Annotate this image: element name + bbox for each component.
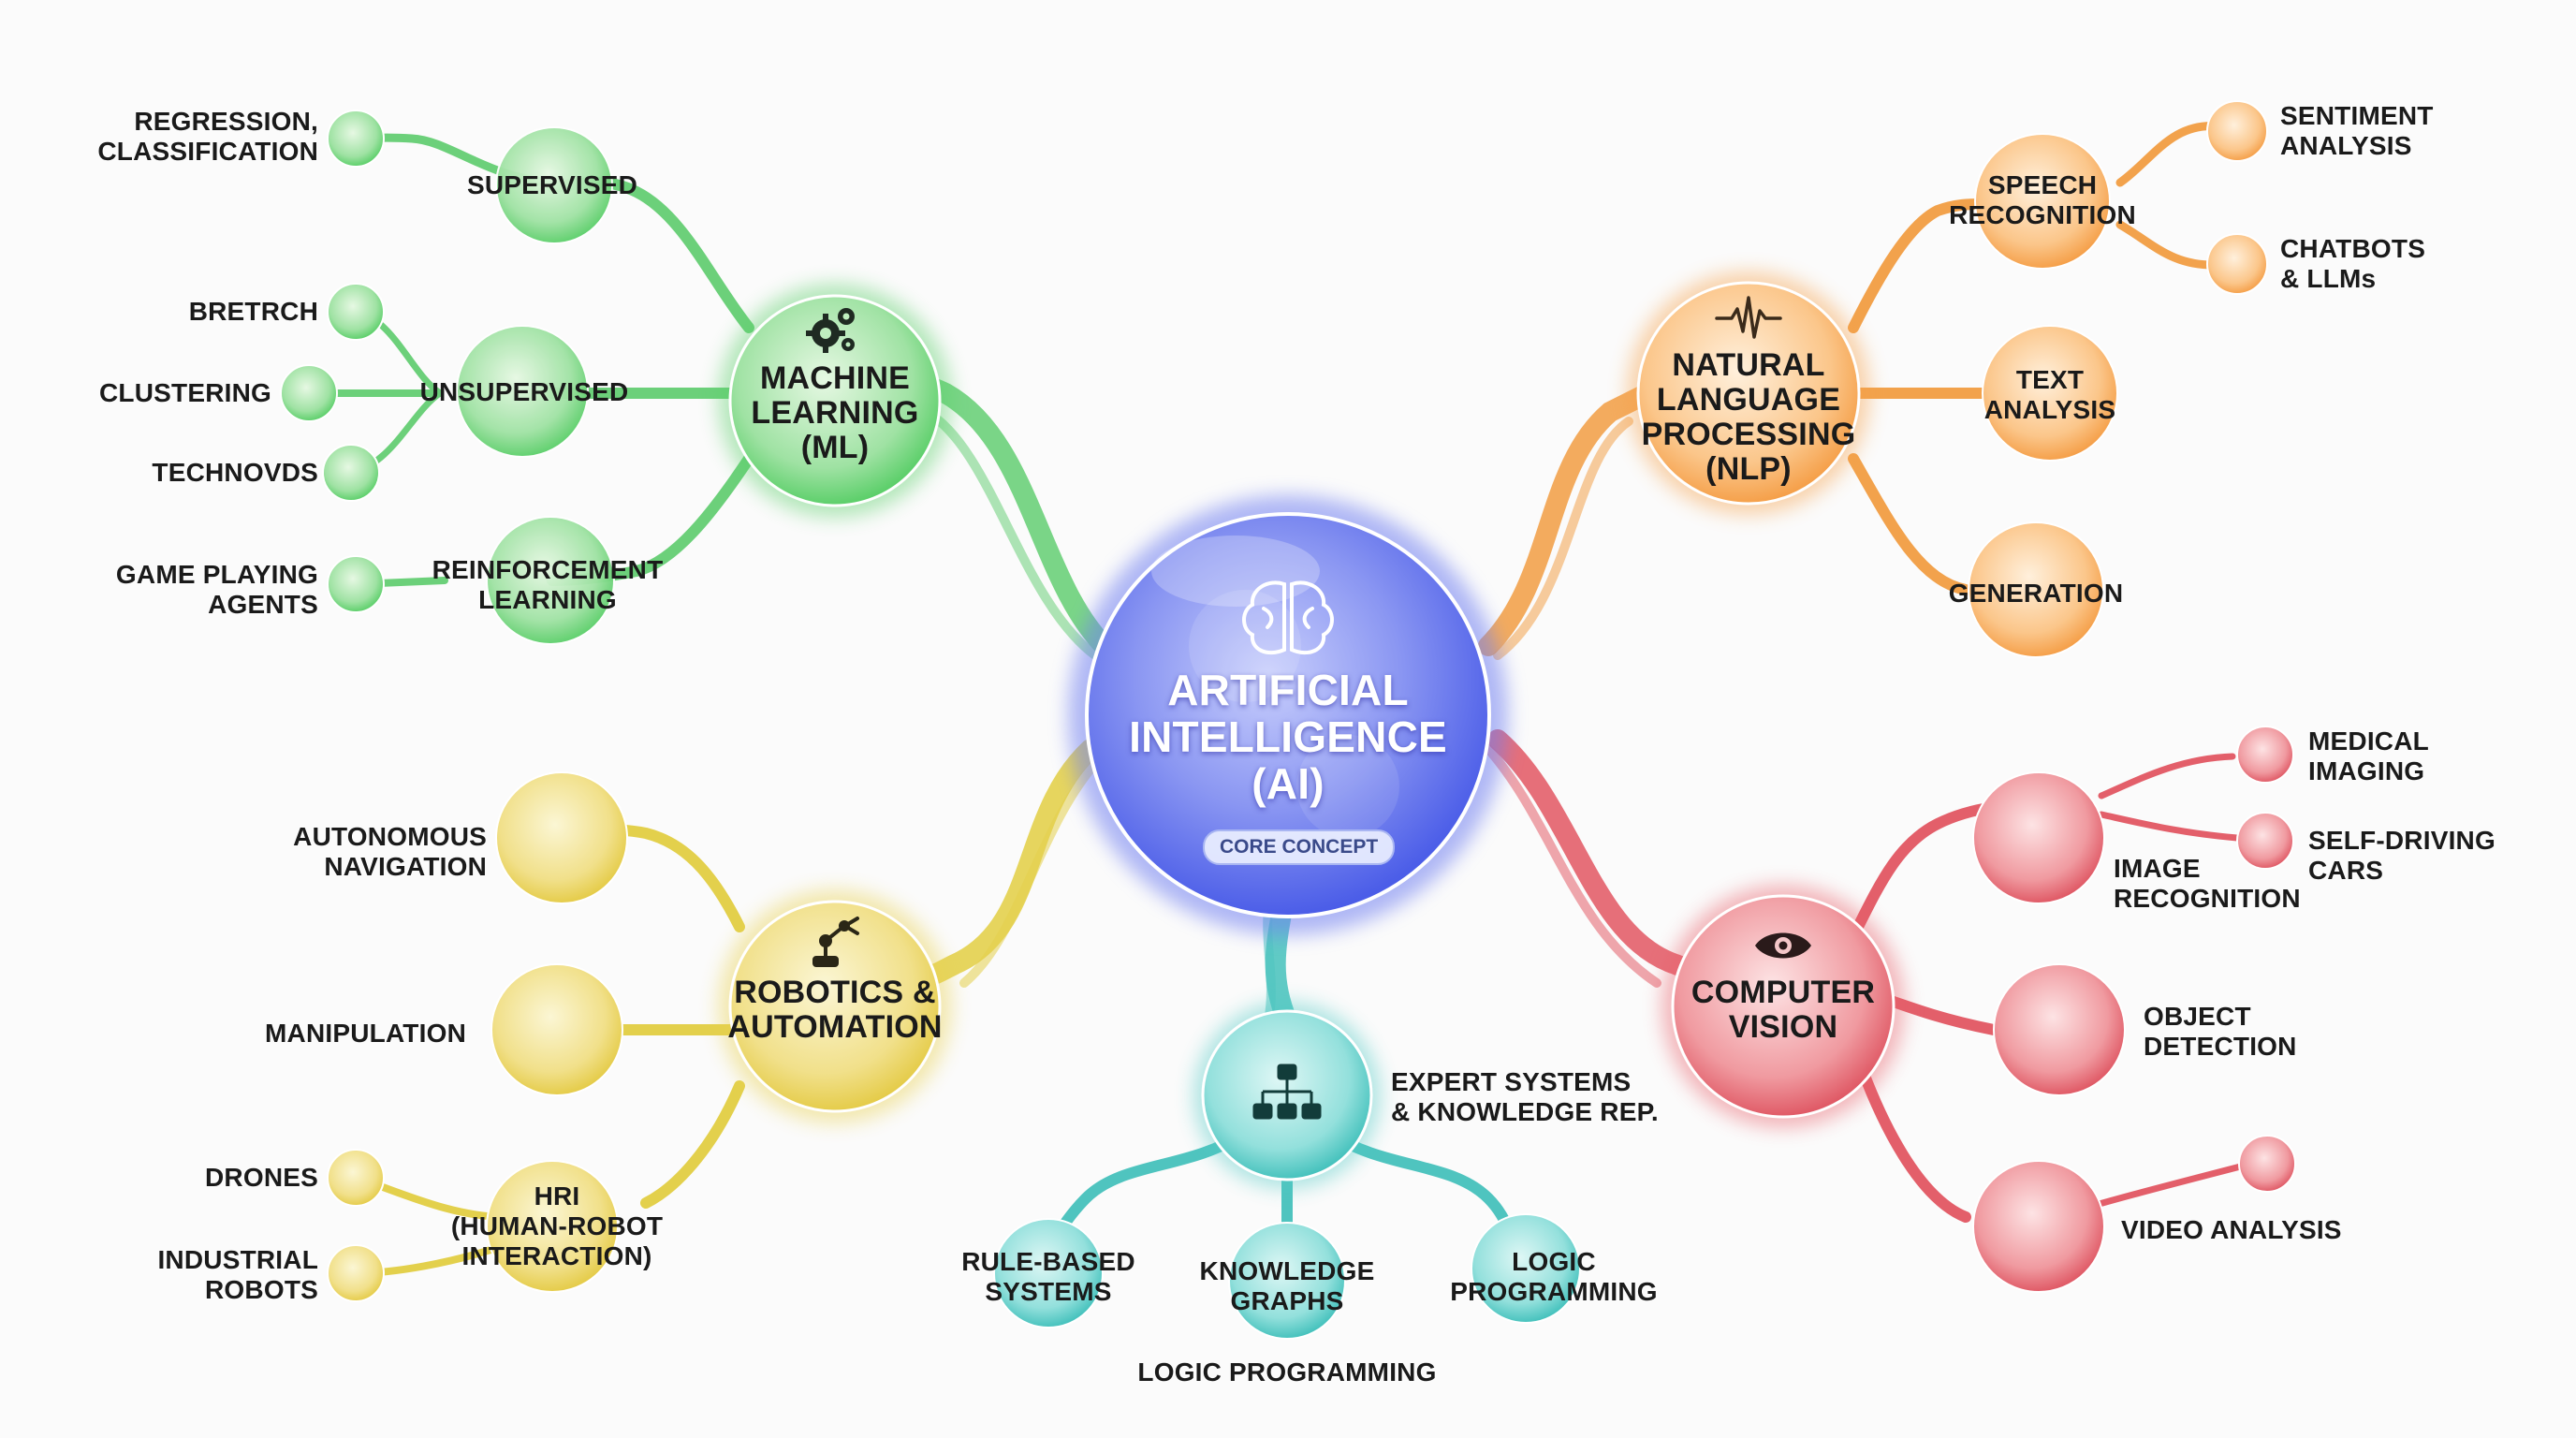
nlp-text-label: TEXT ANALYSIS xyxy=(1983,365,2116,424)
robotics-leaf-drones: DRONES xyxy=(205,1163,318,1192)
cv-leaf-selfdriving: SELF-DRIVING CARS xyxy=(2308,826,2496,885)
ml-leaf-bretrch: BRETRCH xyxy=(188,297,318,326)
expert-sub-nodes xyxy=(993,1213,1581,1340)
robotics-navigation-label: AUTONOMOUS NAVIGATION xyxy=(293,822,487,881)
center-title: ARTIFICIAL INTELLIGENCE (AI) xyxy=(1129,666,1447,808)
brain-icon xyxy=(1242,580,1334,655)
robot-arm-icon xyxy=(812,917,859,967)
expert-graphs-label: KNOWLEDGE GRAPHS xyxy=(1199,1256,1375,1315)
ml-unsupervised-label: UNSUPERVISED xyxy=(419,377,629,406)
nlp-leaf-chatbots: CHATBOTS & LLMs xyxy=(2280,234,2426,293)
ml-hub-label: MACHINE LEARNING (ML) xyxy=(751,360,919,465)
expert-rule-label: RULE-BASED SYSTEMS xyxy=(961,1247,1135,1306)
core-concept-badge: CORE CONCEPT xyxy=(1203,829,1396,865)
center-node[interactable] xyxy=(1068,495,1508,935)
eye-icon xyxy=(1755,932,1811,959)
cv-video-label: VIDEO ANALYSIS xyxy=(2121,1215,2342,1244)
hierarchy-icon xyxy=(1252,1064,1322,1120)
cv-hub-label: COMPUTER VISION xyxy=(1690,975,1876,1045)
robotics-manipulation-label: MANIPULATION xyxy=(265,1019,466,1048)
robotics-sub-nodes xyxy=(327,771,628,1302)
nlp-sub-nodes xyxy=(1968,100,2268,658)
cv-sub-nodes xyxy=(1972,726,2296,1293)
nlp-leaf-sentiment: SENTIMENT ANALYSIS xyxy=(2280,101,2434,160)
ml-sub-nodes xyxy=(280,110,615,645)
robotics-hub-node[interactable] xyxy=(718,889,952,1123)
robotics-hub-label: ROBOTICS & AUTOMATION xyxy=(727,975,943,1045)
ml-leaf-technovds: TECHNOVDS xyxy=(152,458,318,487)
ml-leaf-game-playing: GAME PLAYING AGENTS xyxy=(115,560,318,619)
cv-hub-node[interactable] xyxy=(1661,885,1905,1128)
expert-logic-label: LOGIC PROGRAMMING xyxy=(1450,1247,1658,1306)
nlp-hub-node[interactable] xyxy=(1627,271,1870,515)
nlp-hub-label: NATURAL LANGUAGE PROCESSING (NLP) xyxy=(1641,347,1856,487)
ml-leaf-regression: REGRESSION, CLASSIFICATION xyxy=(97,107,318,166)
expert-footer-label: LOGIC PROGRAMMING xyxy=(1137,1357,1437,1387)
expert-hub-label: EXPERT SYSTEMS & KNOWLEDGE REP. xyxy=(1391,1067,1659,1126)
nlp-generation-label: GENERATION xyxy=(1948,579,2124,608)
cv-object-label: OBJECT DETECTION xyxy=(2144,1002,2297,1061)
gears-icon xyxy=(806,308,855,353)
nlp-speech-label: SPEECH RECOGNITION xyxy=(1949,170,2136,229)
ml-hub-node[interactable] xyxy=(718,284,952,518)
cv-image-label: IMAGE RECOGNITION xyxy=(2114,854,2301,913)
ml-leaf-clustering: CLUSTERING xyxy=(99,378,271,407)
waveform-icon xyxy=(1715,296,1782,339)
robotics-hri-label: HRI (HUMAN-ROBOT INTERACTION) xyxy=(450,1181,664,1270)
robotics-leaf-industrial: INDUSTRIAL ROBOTS xyxy=(157,1245,318,1304)
cv-leaf-medical: MEDICAL IMAGING xyxy=(2308,726,2429,785)
ml-reinforcement-label: REINFORCEMENT LEARNING xyxy=(432,555,664,614)
ml-supervised-label: SUPERVISED xyxy=(467,170,637,199)
